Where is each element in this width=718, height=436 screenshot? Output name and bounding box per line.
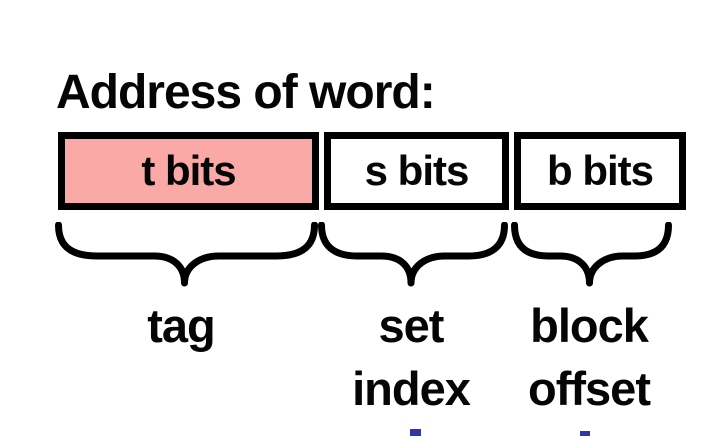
address-bit-fields: t bits s bits b bits [58, 132, 686, 210]
label-tag: tag [147, 294, 215, 357]
diagram-title: Address of word: [56, 66, 436, 119]
label-block-offset: block offset [528, 294, 651, 420]
underbrace-tag-icon [55, 222, 318, 288]
clipped-blue-text-fragment-left [410, 429, 421, 436]
field-b-bits-label: b bits [547, 147, 654, 194]
field-t-bits-label: t bits [141, 147, 236, 194]
field-b-bits: b bits [514, 132, 686, 210]
label-block-line2: offset [528, 362, 651, 415]
underbrace-set-index-icon [318, 222, 508, 288]
field-s-bits: s bits [324, 132, 509, 210]
label-set-line2: index [352, 362, 471, 415]
label-tag-text: tag [147, 299, 215, 352]
label-set-line1: set [378, 299, 445, 352]
underbrace-block-offset-icon [511, 222, 672, 288]
field-s-bits-label: s bits [364, 147, 470, 194]
label-set-index: set index [352, 294, 471, 420]
field-t-bits: t bits [58, 132, 319, 210]
clipped-blue-text-fragment-right [580, 431, 590, 436]
label-block-line1: block [530, 299, 649, 352]
